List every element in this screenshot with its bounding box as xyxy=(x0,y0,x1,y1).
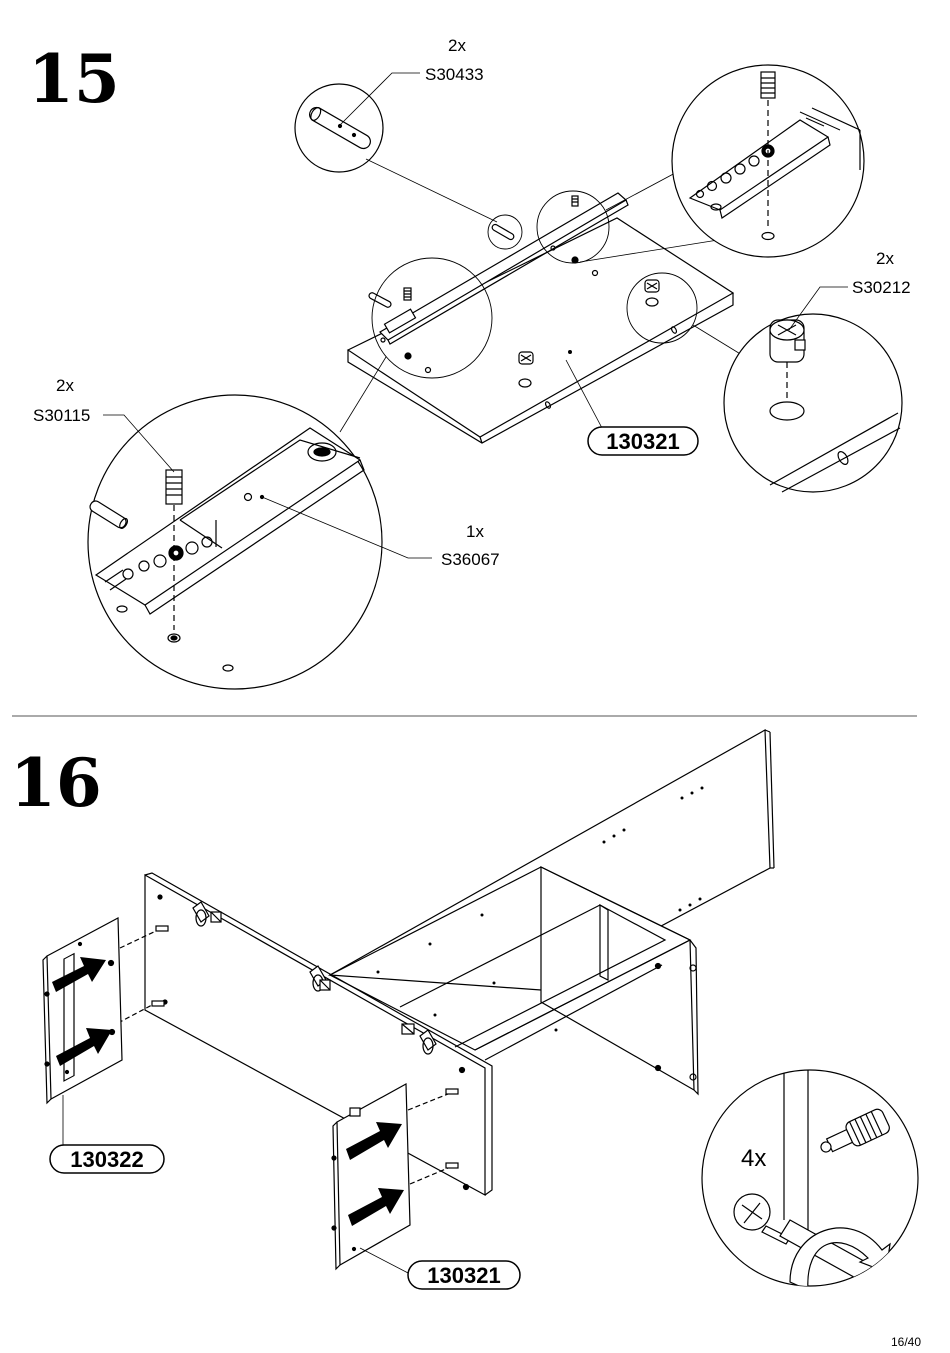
step-16-number: 16 xyxy=(10,744,102,822)
part-label-130322: 130322 xyxy=(49,1095,165,1174)
detail-circle-pin xyxy=(294,72,523,250)
svg-text:130322: 130322 xyxy=(70,1147,143,1172)
step-15-number: 15 xyxy=(28,40,120,118)
callout-pin-code: S30433 xyxy=(425,65,484,84)
detail-circle-rail-end xyxy=(536,64,865,264)
part-label-130321-step15: 130321 xyxy=(565,359,699,456)
svg-text:130321: 130321 xyxy=(606,429,679,454)
callout-rail-qty: 1x xyxy=(466,522,484,541)
panel-130321-drawing xyxy=(346,192,735,444)
detail-circle-rail-front xyxy=(87,257,493,690)
callout-screw-qty: 2x xyxy=(56,376,74,395)
callout-rail-code: S36067 xyxy=(441,550,500,569)
callout-cam-qty: 2x xyxy=(876,249,894,268)
callout-pin-qty: 2x xyxy=(448,36,466,55)
callout-cam-code: S30212 xyxy=(852,278,911,297)
detail-circle-screwdriver: 4x xyxy=(701,1069,919,1287)
part-label-130321-step16: 130321 xyxy=(359,1247,521,1290)
callout-screw-code: S30115 xyxy=(33,406,90,425)
svg-text:130321: 130321 xyxy=(427,1263,500,1288)
page-number: 16/40 xyxy=(891,1335,921,1349)
detail-qty: 4x xyxy=(741,1145,766,1172)
cabinet-assembly-drawing xyxy=(42,728,775,1271)
detail-circle-cam xyxy=(626,272,903,493)
